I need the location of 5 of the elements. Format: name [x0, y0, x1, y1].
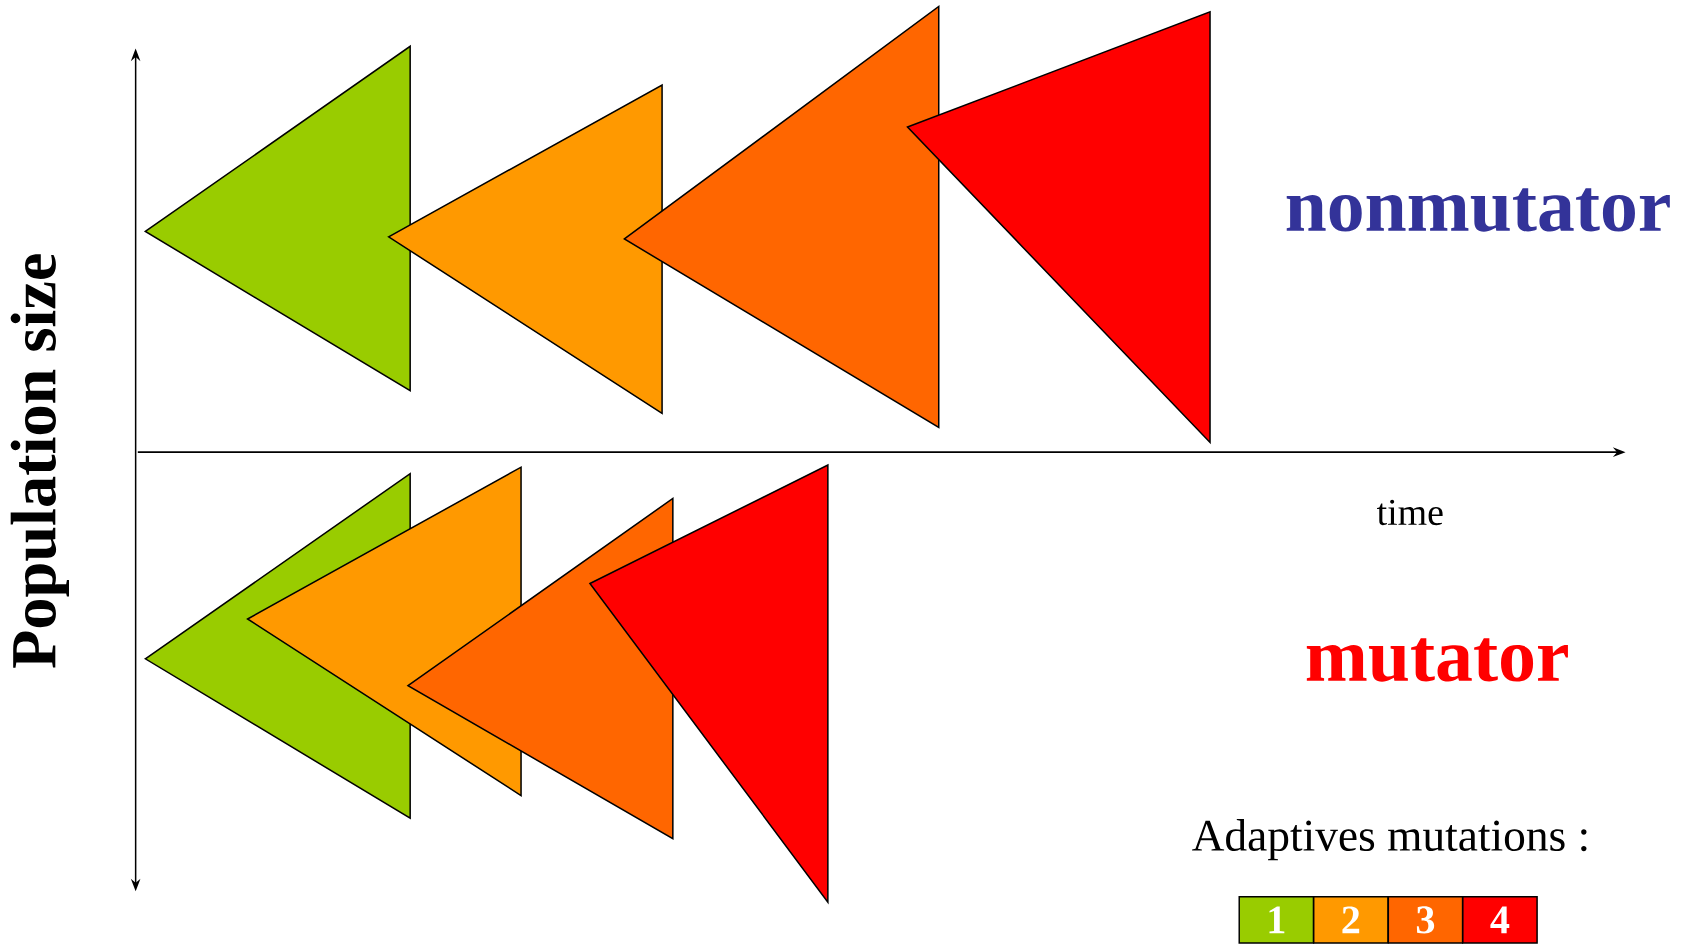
- axis-label: Population size: [10, 254, 69, 668]
- title-label: nonmutator: [1286, 188, 1670, 232]
- axis-label: time: [1377, 499, 1443, 526]
- legend-title: Adaptives mutations :: [1192, 819, 1587, 861]
- title-label: mutator: [1306, 638, 1568, 682]
